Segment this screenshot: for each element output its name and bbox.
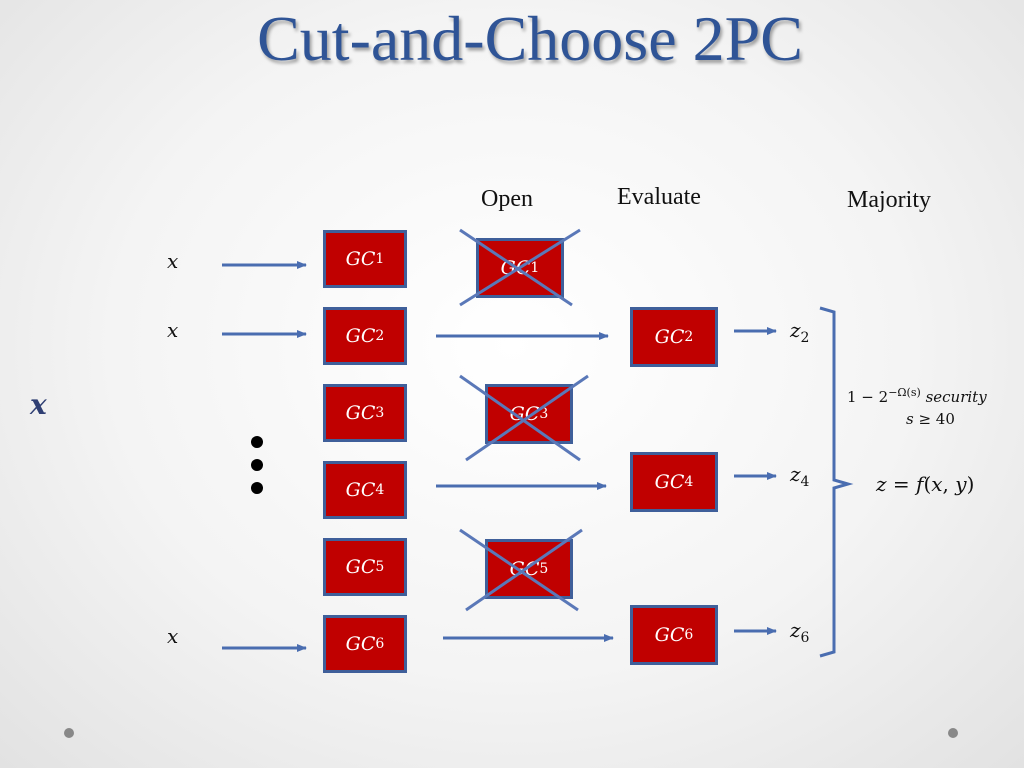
cross-mark-icon [459, 374, 581, 462]
cross-mark-icon [459, 228, 573, 307]
row-input-x: x [167, 624, 179, 648]
row-input-x: x [167, 318, 179, 342]
cross-mark-icon [459, 528, 579, 612]
majority-column-header: Majority [847, 187, 931, 213]
row-input-x: x [167, 249, 179, 273]
open-column-header: Open [481, 186, 533, 212]
evaluate-column-header: Evaluate [617, 184, 701, 210]
ellipsis-dot [251, 482, 263, 494]
cross-mark-icon [459, 228, 581, 307]
ellipsis-dot [251, 459, 263, 471]
slide-title: Cut-and-Choose 2PC [257, 3, 803, 74]
security-parameter: s ≥ 40 [906, 410, 955, 428]
cross-mark-icon [465, 374, 589, 462]
security-bound: 1 − 2−Ω(s) security [847, 386, 987, 406]
output-z: z6 [790, 618, 810, 646]
slide-decoration-dot [64, 728, 74, 738]
ellipsis-dot [251, 436, 263, 448]
garbler-input-x: x [30, 388, 47, 421]
opened-circuit-box: GC5 [485, 539, 573, 599]
slide-decoration-dot [948, 728, 958, 738]
cross-mark-icon [465, 528, 583, 612]
majority-brace [819, 306, 854, 658]
output-z: z4 [790, 462, 810, 490]
output-z: z2 [790, 318, 810, 346]
output-formula: z = f(x, y) [876, 472, 975, 496]
